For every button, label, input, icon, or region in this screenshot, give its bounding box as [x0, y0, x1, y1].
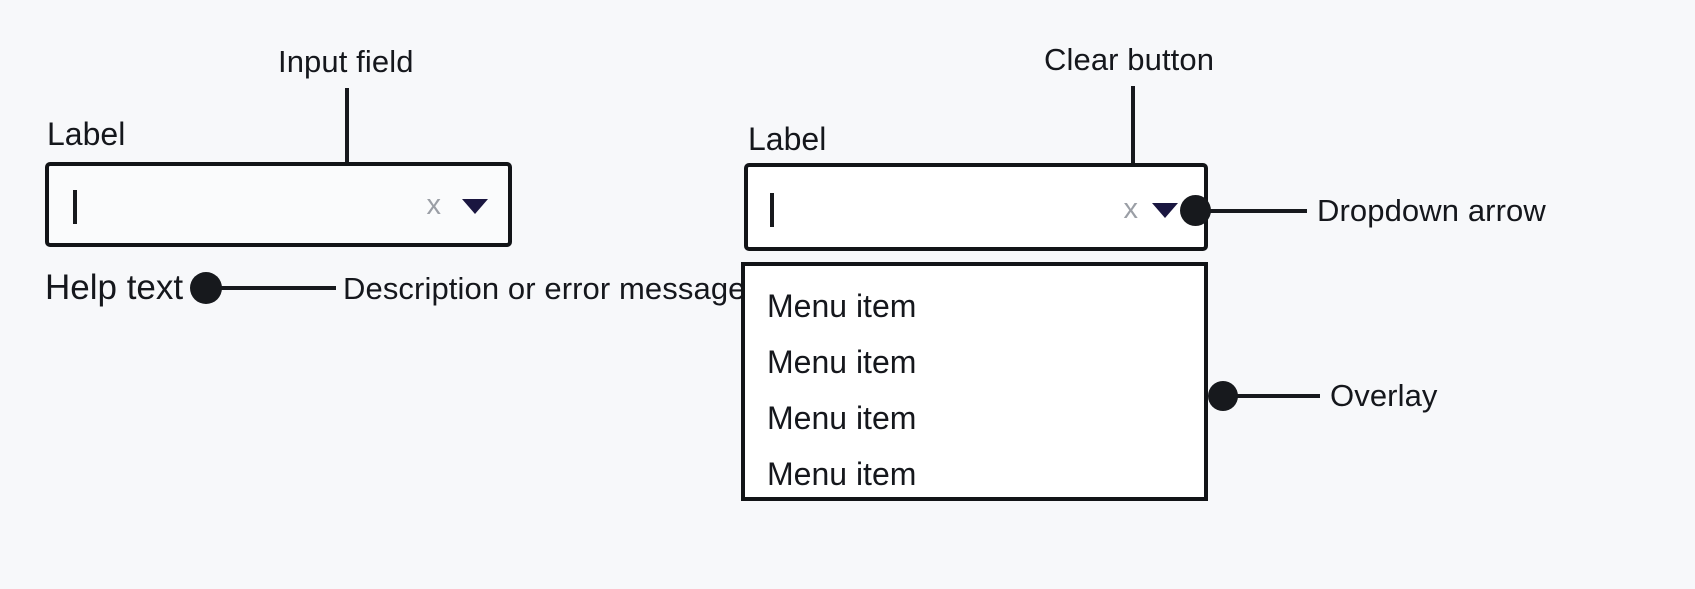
callout-leader-dropdown-arrow — [1205, 209, 1307, 213]
menu-item[interactable]: Menu item — [767, 456, 917, 492]
clear-icon[interactable]: x — [1123, 193, 1139, 225]
callout-leader-input-field — [345, 88, 349, 182]
menu-item[interactable]: Menu item — [767, 400, 917, 436]
text-caret-icon — [73, 190, 77, 224]
menu-item[interactable]: Menu item — [767, 344, 917, 380]
dropdown-arrow-icon[interactable] — [462, 199, 488, 214]
callout-label-dropdown-arrow: Dropdown arrow — [1317, 193, 1546, 228]
callout-leader-help-text — [214, 286, 336, 290]
clear-icon[interactable]: x — [426, 189, 442, 221]
dropdown-arrow-icon[interactable] — [1152, 203, 1178, 218]
left-field-label: Label — [47, 116, 126, 152]
text-caret-icon — [770, 193, 774, 227]
left-combobox-input[interactable]: x — [45, 162, 512, 247]
callout-leader-overlay — [1232, 394, 1320, 398]
callout-leader-clear-button — [1131, 86, 1135, 182]
left-help-text: Help text — [45, 268, 184, 307]
callout-label-overlay: Overlay — [1330, 378, 1438, 413]
right-field-label: Label — [748, 121, 827, 157]
callout-label-input-field: Input field — [278, 44, 414, 79]
callout-label-help-description: Description or error message — [343, 271, 746, 306]
menu-item[interactable]: Menu item — [767, 288, 917, 324]
right-combobox-input[interactable]: x — [744, 163, 1208, 251]
dropdown-overlay-panel: Menu item Menu item Menu item Menu item — [741, 262, 1208, 501]
callout-label-clear-button: Clear button — [1044, 42, 1215, 77]
